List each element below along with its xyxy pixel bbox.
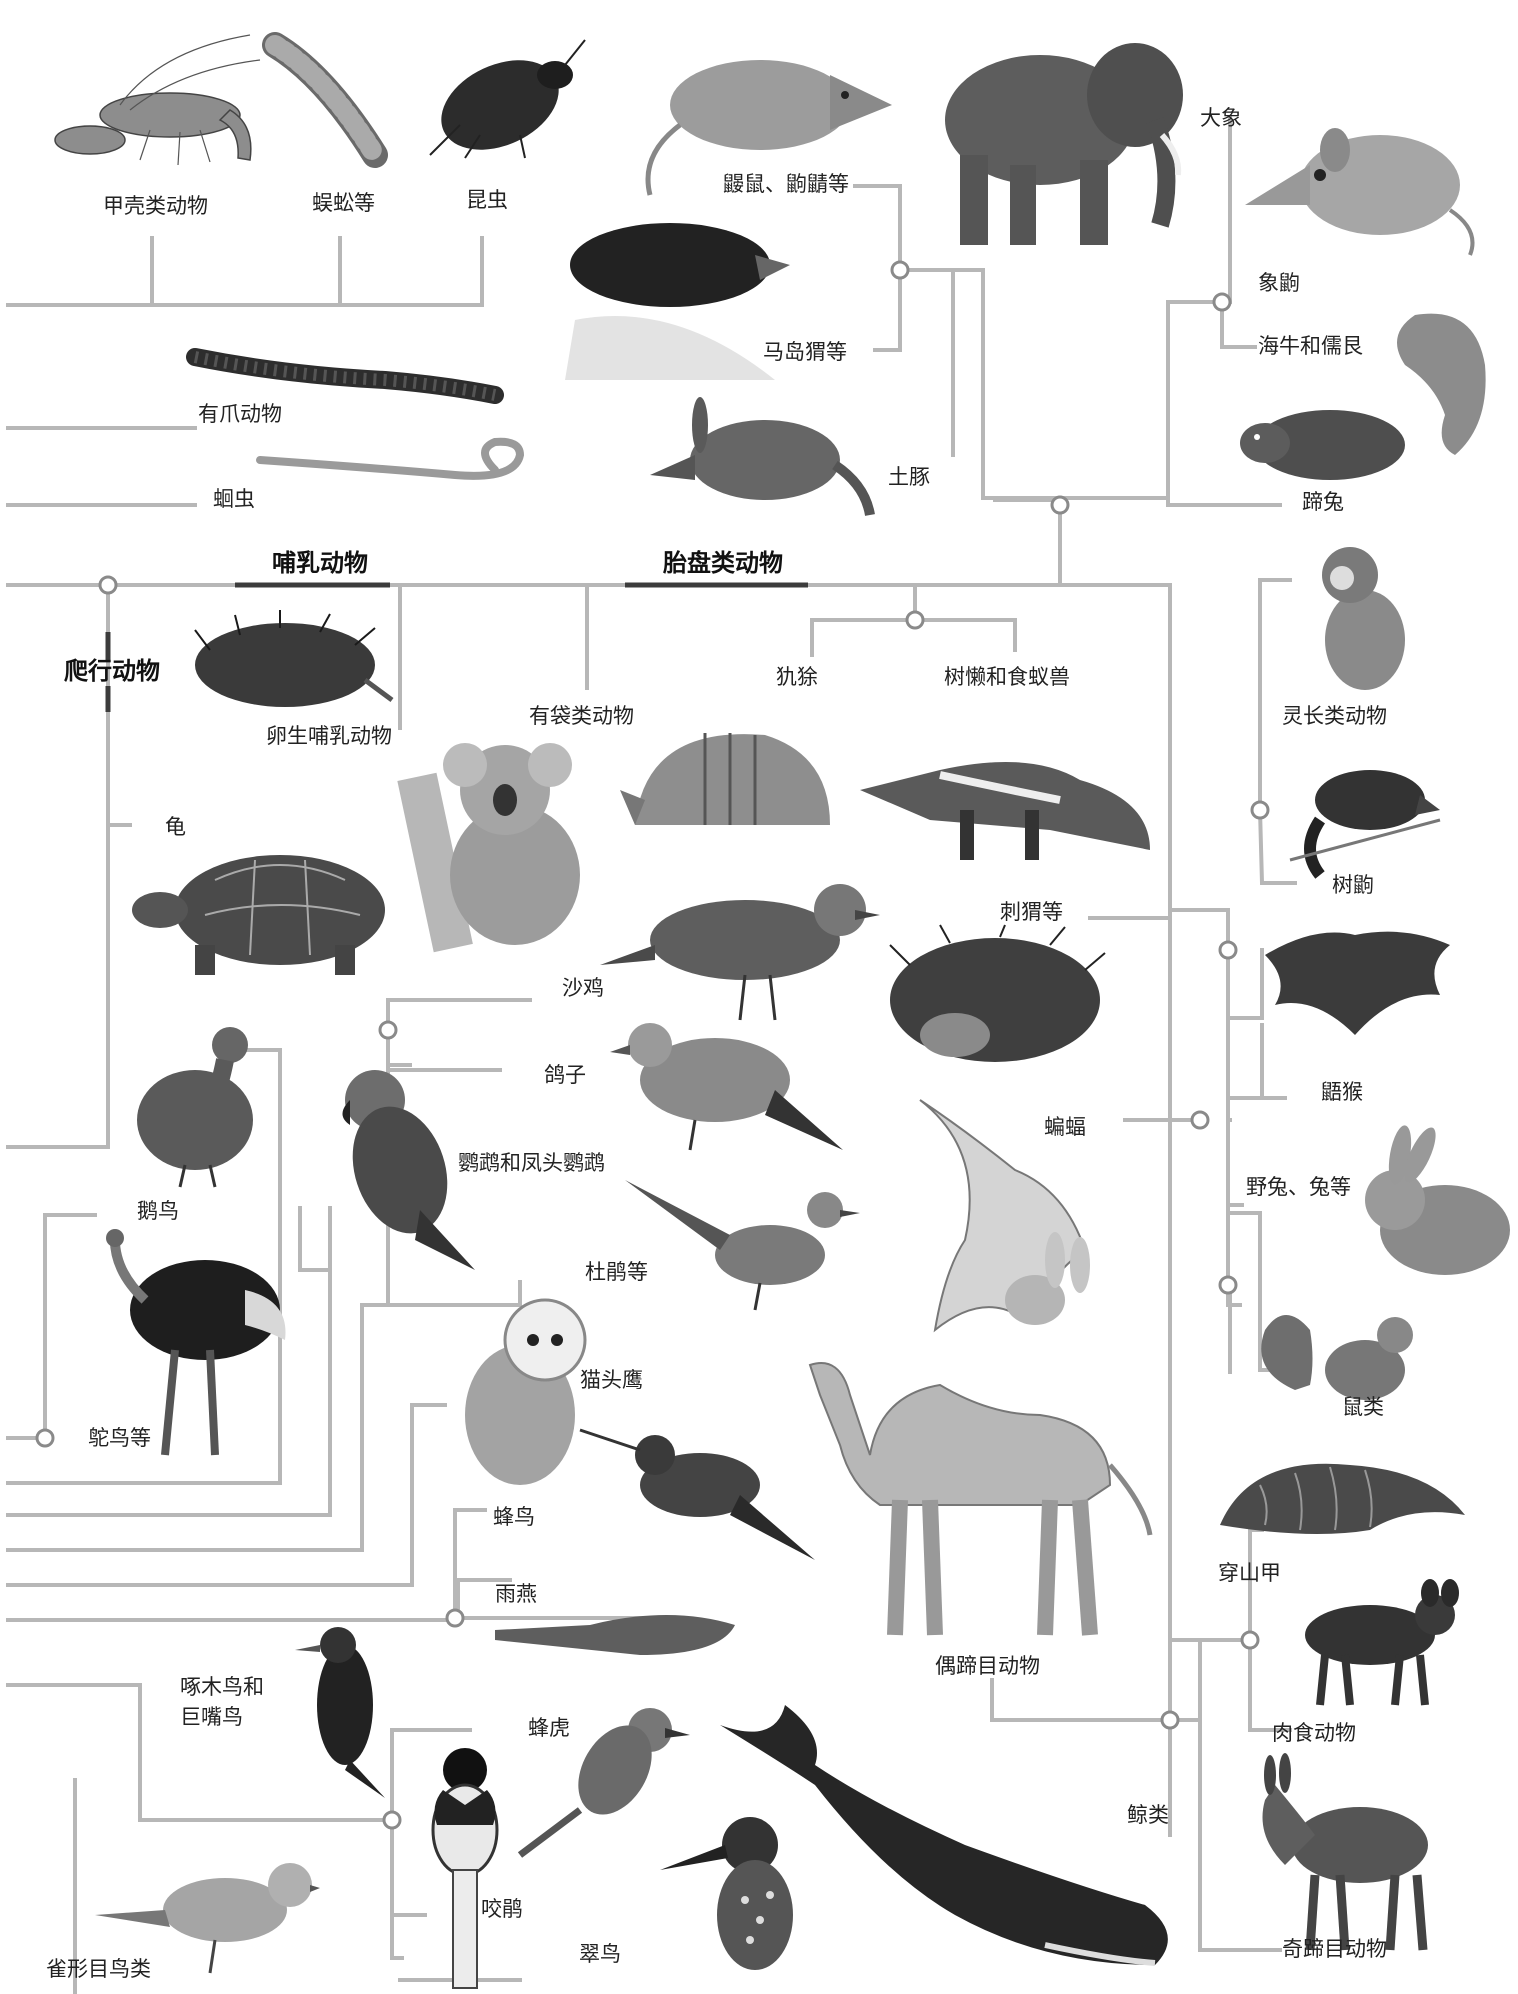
quail-icon bbox=[125, 1015, 265, 1190]
label-tinamou: 鹅鸟 bbox=[137, 1201, 179, 1222]
elephant-shrew-icon bbox=[1240, 110, 1490, 260]
label-hyrax: 蹄兔 bbox=[1302, 492, 1344, 513]
label-treeshrew: 树鼩 bbox=[1332, 875, 1374, 896]
parrot-icon bbox=[320, 1060, 480, 1275]
label-sandgrouse: 沙鸡 bbox=[562, 978, 604, 999]
dog-icon bbox=[1285, 1575, 1460, 1710]
colugo-icon bbox=[1255, 895, 1455, 1045]
label-elephant: 大象 bbox=[1200, 108, 1242, 129]
elephant-icon bbox=[930, 25, 1190, 250]
label-pigeon: 鸽子 bbox=[544, 1065, 586, 1086]
label-passerines: 雀形目鸟类 bbox=[46, 1959, 151, 1980]
velvet-worm-icon bbox=[185, 335, 505, 405]
owl-icon bbox=[445, 1290, 595, 1490]
label-odd-toed: 奇蹄目动物 bbox=[1282, 1939, 1387, 1960]
label-tenrecs: 马岛猬等 bbox=[763, 342, 847, 363]
nightjar-icon bbox=[490, 1595, 750, 1680]
aardvark-icon bbox=[645, 395, 875, 520]
label-bat: 蝙蝠 bbox=[1044, 1117, 1086, 1138]
hyrax-icon bbox=[1235, 395, 1410, 485]
anteater-icon bbox=[850, 730, 1160, 865]
monkey-icon bbox=[1310, 530, 1420, 695]
label-placentals: 胎盘类动物 bbox=[663, 551, 783, 575]
crayfish-icon bbox=[50, 30, 265, 170]
camel-icon bbox=[780, 1335, 1155, 1645]
hedgehog-icon bbox=[880, 925, 1110, 1070]
label-owl: 猫头鹰 bbox=[580, 1370, 643, 1391]
label-primates: 灵长类动物 bbox=[1282, 706, 1387, 727]
label-elephant-shrew: 象鼩 bbox=[1258, 273, 1300, 294]
dove-icon bbox=[605, 1010, 845, 1160]
turtle-icon bbox=[135, 845, 395, 985]
trogon-icon bbox=[425, 1745, 505, 1990]
label-turtle: 龟 bbox=[165, 817, 186, 838]
squirrel-icon bbox=[1255, 1290, 1420, 1410]
label-even-toed: 偶蹄目动物 bbox=[935, 1656, 1040, 1677]
label-marsupials: 有袋类动物 bbox=[529, 706, 634, 727]
label-reptiles: 爬行动物 bbox=[64, 659, 160, 683]
label-manatee: 海牛和儒艮 bbox=[1258, 336, 1363, 357]
label-hummingbird: 蜂鸟 bbox=[493, 1507, 535, 1528]
label-rodents: 鼠类 bbox=[1342, 1397, 1384, 1418]
label-monotremes: 卵生哺乳动物 bbox=[266, 726, 392, 747]
label-cuckoo: 杜鹃等 bbox=[585, 1262, 648, 1283]
label-kingfisher: 翠鸟 bbox=[579, 1944, 621, 1965]
label-hedgehog: 刺猬等 bbox=[1000, 902, 1063, 923]
sandgrouse-icon bbox=[595, 870, 885, 1025]
woodpecker-icon bbox=[290, 1620, 400, 1800]
label-pangolin: 穿山甲 bbox=[1218, 1563, 1281, 1584]
label-roundworms: 蛔虫 bbox=[213, 489, 255, 510]
echidna-icon bbox=[180, 610, 395, 715]
centipede-icon bbox=[255, 15, 405, 175]
label-carnivores: 肉食动物 bbox=[1272, 1723, 1356, 1744]
beetle-icon bbox=[410, 30, 590, 160]
donkey-icon bbox=[1245, 1755, 1445, 1955]
label-ostrich: 鸵鸟等 bbox=[88, 1428, 151, 1449]
label-aardvark: 土豚 bbox=[888, 467, 930, 488]
label-crustaceans: 甲壳类动物 bbox=[103, 196, 208, 217]
pangolin-icon bbox=[1210, 1445, 1470, 1545]
label-armadillo: 犰狳 bbox=[776, 667, 818, 688]
koala-icon bbox=[400, 735, 590, 950]
treeshrew-icon bbox=[1290, 740, 1440, 880]
mole-icon bbox=[555, 210, 795, 385]
label-velvet-worms: 有爪动物 bbox=[198, 404, 282, 425]
label-myriapods: 蜈蚣等 bbox=[312, 193, 375, 214]
label-nightjar: 雨燕 bbox=[495, 1584, 537, 1605]
label-insects: 昆虫 bbox=[466, 190, 508, 211]
label-rabbit: 野兔、兔等 bbox=[1246, 1177, 1351, 1198]
roundworm-icon bbox=[255, 430, 535, 500]
label-shrews: 鼹鼠、鼩鼱等 bbox=[723, 174, 849, 195]
rabbit-icon bbox=[1355, 1130, 1518, 1280]
label-sloths-anteaters: 树懒和食蚁兽 bbox=[944, 667, 1070, 688]
cuckoo-icon bbox=[620, 1175, 860, 1315]
label-whales: 鲸类 bbox=[1127, 1805, 1169, 1826]
kingfisher-icon bbox=[660, 1800, 810, 1990]
label-bee-eater: 蜂虎 bbox=[528, 1718, 570, 1739]
label-mammals: 哺乳动物 bbox=[272, 551, 368, 575]
armadillo-icon bbox=[615, 715, 845, 855]
label-colugo: 鼯猴 bbox=[1321, 1082, 1363, 1103]
label-woodpecker: 啄木鸟和 巨嘴鸟 bbox=[180, 1672, 264, 1733]
label-trogon: 咬鹃 bbox=[481, 1899, 523, 1920]
label-parrot: 鹦鹉和凤头鹦鹉 bbox=[458, 1153, 605, 1174]
